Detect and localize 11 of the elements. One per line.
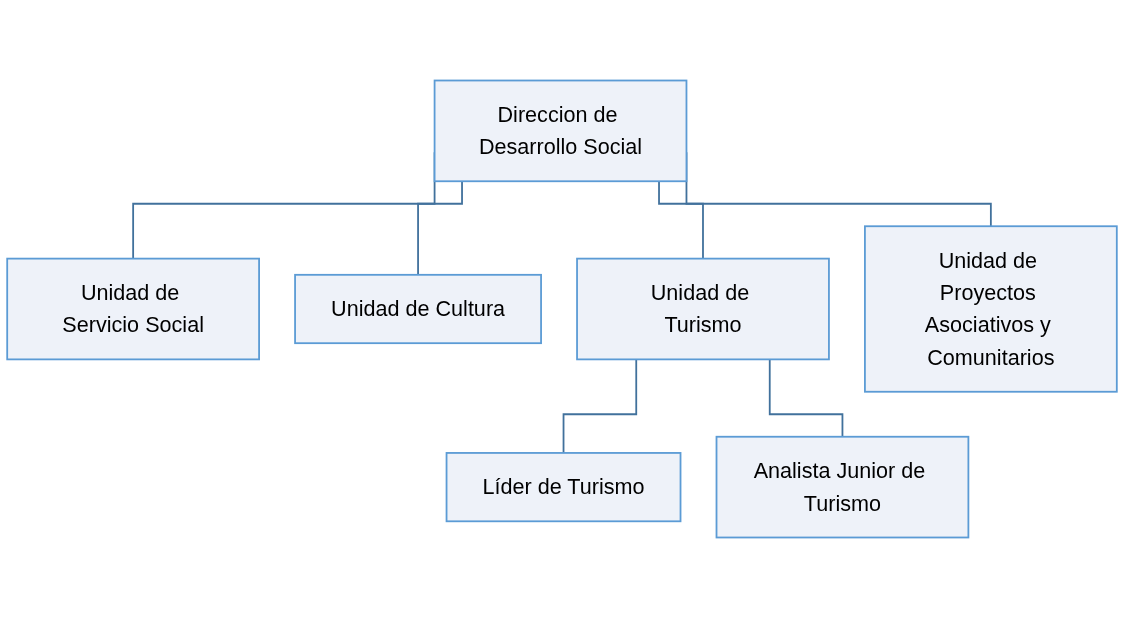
connector <box>417 180 463 276</box>
connector <box>562 358 638 454</box>
node-box: Líder de Turismo <box>445 452 682 523</box>
node-box: Analista Junior de Turismo <box>715 435 970 539</box>
node-box: Unidad de Servicio Social <box>6 257 260 361</box>
node-box: Unidad de Turismo <box>576 257 830 361</box>
connector <box>658 180 704 260</box>
node-box: Direccion de Desarrollo Social <box>433 79 688 183</box>
connector <box>768 358 844 438</box>
node-box: Unidad de Cultura <box>294 273 542 345</box>
node-box: Unidad de Proyectos Asociativos y Comunitarios <box>864 225 1118 393</box>
